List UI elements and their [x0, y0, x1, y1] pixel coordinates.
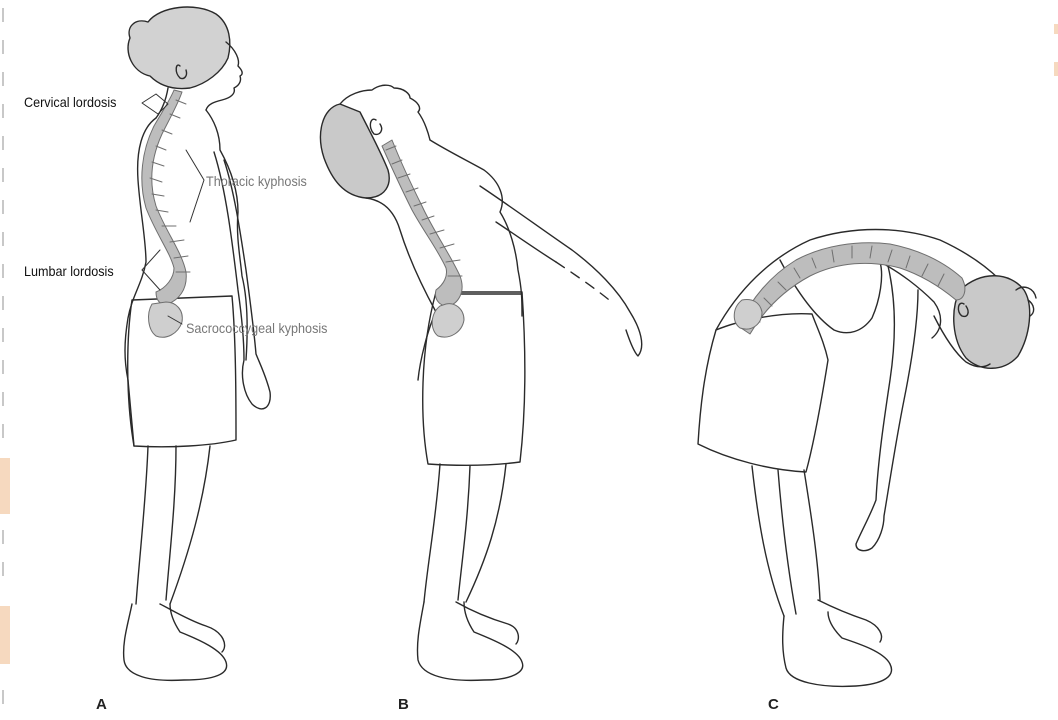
figure-a-pelvis: [148, 301, 183, 338]
figure-a-shoes: [122, 603, 228, 682]
figure-c-legs: [751, 465, 821, 617]
figure-a-back: [124, 117, 157, 447]
edge-tab-upper: [0, 458, 10, 514]
figure-c-shorts: [697, 312, 829, 473]
figure-b-face: [339, 84, 431, 141]
page-edge-marks: [2, 8, 4, 704]
figure-a-arm: [213, 151, 271, 410]
figure-a-hair: [127, 6, 231, 90]
figure-b-front: [429, 139, 523, 317]
figure-b-hair: [319, 103, 390, 199]
figure-b-arm: [479, 185, 643, 357]
figure-b-legs: [423, 463, 507, 603]
figure-a-shorts: [127, 295, 237, 448]
figure-c-flexion: [697, 228, 1037, 688]
thoracic-kyphosis-label: Thoracic kyphosis: [206, 173, 307, 189]
figure-a-spine: [141, 89, 187, 305]
figure-c-shoes: [781, 599, 893, 688]
figure-a-face: [205, 41, 243, 111]
panel-label-b: B: [398, 696, 409, 713]
figure-c-arm: [855, 265, 919, 552]
figure-b-back: [365, 197, 437, 381]
cervical-lordosis-label: Cervical lordosis: [24, 94, 117, 110]
figure-b-shoes: [416, 601, 524, 682]
figure-a-front: [205, 109, 248, 361]
figure-b-pelvis: [431, 303, 465, 338]
figure-a-standing: [122, 6, 271, 682]
figure-b-shorts: [422, 291, 526, 467]
figure-c-back: [715, 228, 1001, 331]
label-leaders: [141, 93, 205, 325]
edge-tab-right-1: [1054, 24, 1058, 34]
sacrococcygeal-kyphosis-label: Sacrococcygeal kyphosis: [186, 320, 328, 336]
edge-tab-lower: [0, 606, 10, 664]
figure-a-legs: [135, 445, 211, 605]
panel-label-a: A: [96, 696, 107, 713]
figure-a-ear: [175, 64, 188, 80]
figure-c-torso-under: [779, 259, 942, 339]
panel-label-c: C: [768, 696, 779, 713]
lumbar-lordosis-label: Lumbar lordosis: [24, 263, 114, 279]
figure-b-extension: [319, 84, 643, 682]
figure-c-face: [933, 315, 991, 368]
figure-c-hair: [953, 275, 1031, 369]
figure-c-spine: [737, 242, 966, 335]
edge-tab-right-2: [1054, 62, 1058, 76]
figure-c-pelvis: [733, 299, 763, 330]
figure-b-spine: [381, 139, 463, 307]
